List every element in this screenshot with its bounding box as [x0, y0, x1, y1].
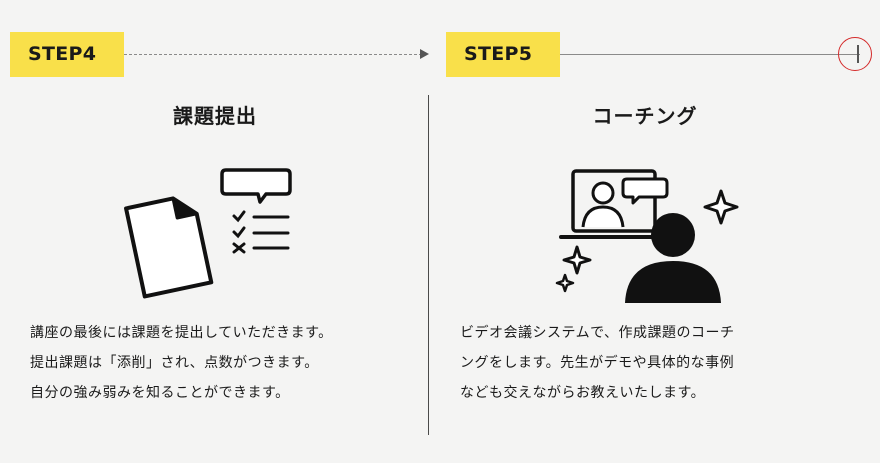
step5-title: コーチング — [592, 104, 698, 128]
step4-description-line: 講座の最後には課題を提出していただきます。 — [30, 325, 333, 341]
step4-description: 講座の最後には課題を提出していただきます。 提出課題は「添削」され、点数がつきま… — [30, 318, 410, 408]
step5-description-line: ングをします。先生がデモや具体的な事例 — [460, 355, 735, 371]
document-checklist-icon — [120, 162, 295, 302]
step5-description-line: ビデオ会議システムで、作成課題のコーチ — [460, 325, 735, 341]
solid-connector-line — [560, 54, 860, 55]
video-coaching-icon — [555, 165, 740, 305]
arrow-right-icon — [420, 49, 429, 59]
step4-title: 課題提出 — [173, 104, 257, 128]
step5-description-line: なども交えながらお教えいたします。 — [460, 385, 706, 401]
step5-description: ビデオ会議システムで、作成課題のコーチ ングをします。先生がデモや具体的な事例 … — [460, 318, 860, 408]
step4-description-line: 提出課題は「添削」され、点数がつきます。 — [30, 355, 319, 371]
step4-description-line: 自分の強み弱みを知ることができます。 — [30, 385, 290, 401]
step5-badge: STEP5 — [446, 32, 560, 77]
column-divider — [428, 95, 429, 435]
end-circle-marker — [838, 37, 872, 71]
step4-badge: STEP4 — [10, 32, 124, 77]
dashed-connector-line — [124, 54, 422, 55]
